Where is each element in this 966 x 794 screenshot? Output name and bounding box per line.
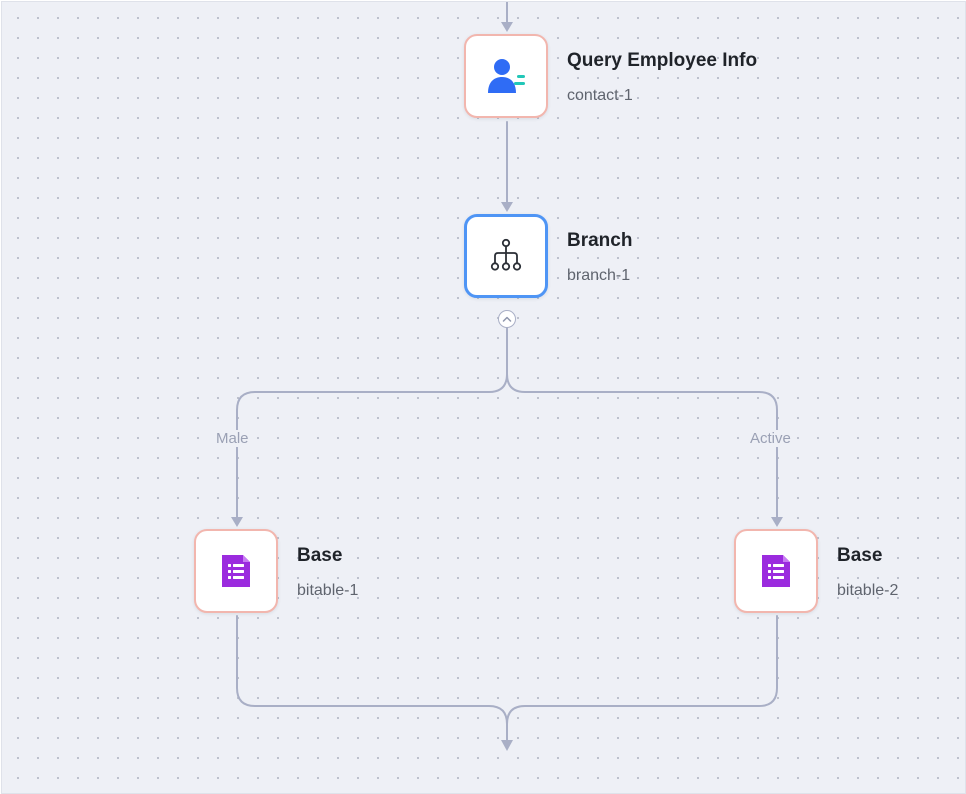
arrow-outgoing	[501, 740, 513, 751]
branch-icon	[490, 238, 522, 271]
branch-collapse-button[interactable]	[498, 310, 516, 328]
edge-branch-split-right	[506, 373, 778, 520]
base-table-icon	[762, 555, 790, 587]
arrow-to-bitable-1	[231, 517, 243, 527]
node-bitable-2-id: bitable-2	[837, 582, 899, 599]
arrow-incoming	[501, 22, 513, 32]
edge-merge-right	[506, 615, 778, 725]
node-bitable-1-id: bitable-1	[297, 582, 359, 599]
base-table-icon	[222, 555, 250, 587]
node-contact-title: Query Employee Info	[567, 50, 758, 71]
node-branch-title: Branch	[567, 230, 633, 251]
node-contact-id: contact-1	[567, 87, 633, 104]
node-bitable-1-box[interactable]	[194, 529, 278, 613]
branch-condition-right[interactable]: Active	[748, 430, 793, 447]
chevron-up-icon	[502, 316, 512, 322]
node-contact-box[interactable]	[464, 34, 548, 118]
branch-condition-left[interactable]: Male	[214, 430, 251, 447]
node-branch-id: branch-1	[567, 267, 631, 284]
arrow-to-branch	[501, 202, 513, 212]
edge-merge-left	[236, 615, 508, 725]
node-bitable-2-box[interactable]	[734, 529, 818, 613]
node-bitable-1-title: Base	[297, 545, 343, 566]
arrow-to-bitable-2	[771, 517, 783, 527]
edge-branch-split	[236, 327, 508, 520]
node-bitable-2-title: Base	[837, 545, 883, 566]
node-branch-box[interactable]	[464, 214, 548, 298]
employee-icon	[488, 59, 525, 93]
